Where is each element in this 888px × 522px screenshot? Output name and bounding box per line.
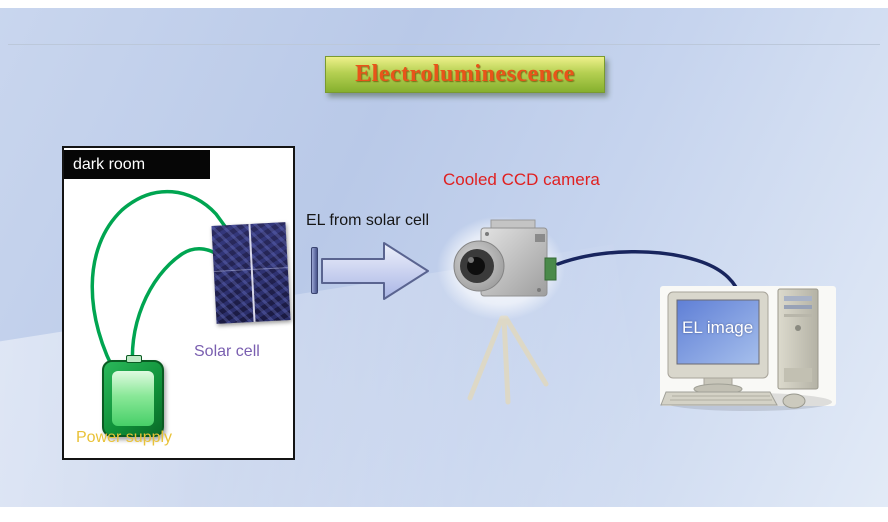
power-supply-label: Power supply [76, 429, 173, 446]
tripod-icon [467, 315, 549, 405]
divider-line [8, 44, 880, 45]
el-from-solar-cell-label: EL from solar cell [306, 212, 429, 229]
ccd-camera-image [437, 216, 565, 320]
green-wires [90, 189, 234, 380]
slide-title: Electroluminescence [355, 61, 575, 87]
solar-cell-image [211, 222, 291, 324]
computer-image [660, 286, 836, 411]
cooled-ccd-camera-label: Cooled CCD camera [443, 170, 600, 189]
el-image-label: EL image [682, 318, 754, 337]
title-banner: Electroluminescence [325, 56, 605, 93]
camera-cable [556, 250, 744, 302]
bottom-margin [0, 507, 888, 522]
top-margin [0, 0, 888, 8]
power-supply-image [102, 355, 164, 437]
solar-cell-label: Solar cell [194, 343, 260, 360]
arrow-start-bar [311, 247, 318, 294]
dark-room-box: dark room Solar cell Power supply [62, 146, 295, 460]
right-arrow-icon [321, 242, 429, 300]
power-supply-body [112, 371, 154, 426]
power-supply-terminal [126, 355, 142, 363]
dark-room-label: dark room [64, 150, 210, 179]
